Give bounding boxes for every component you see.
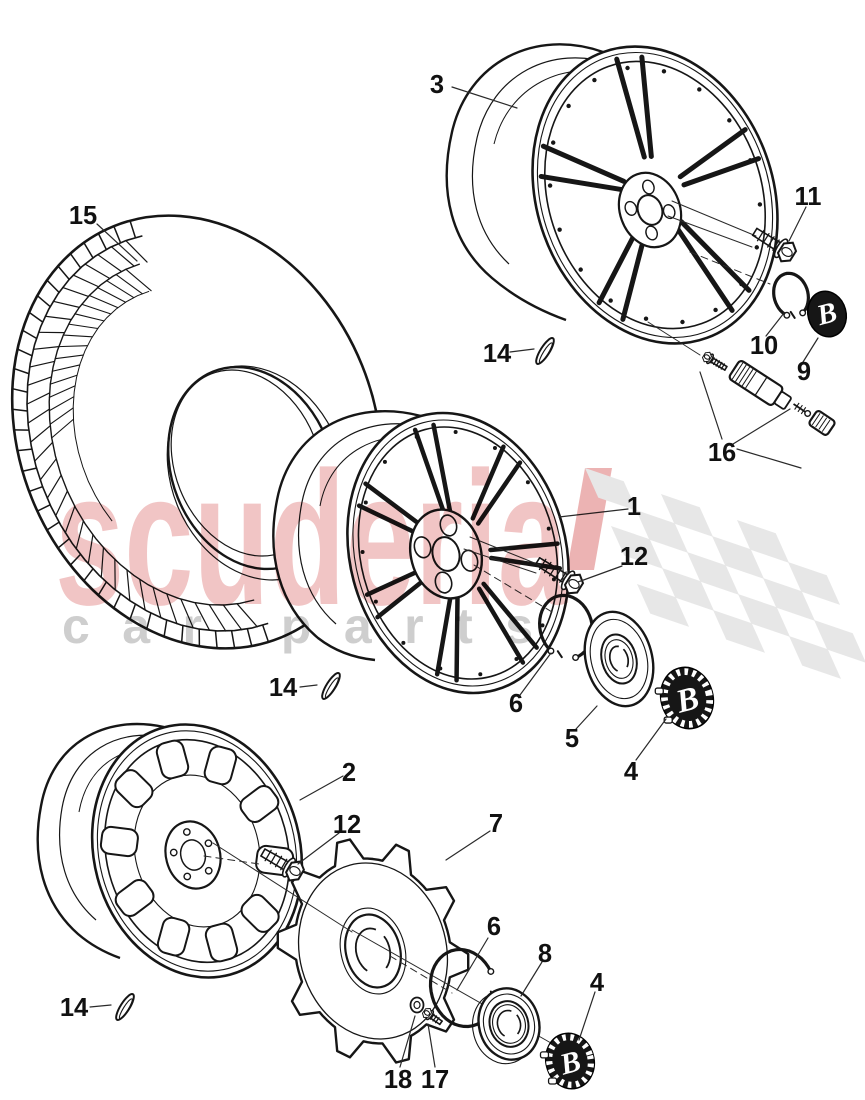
leader-line [736,448,802,469]
leader-line [520,961,543,997]
checker-cell [713,610,766,653]
callout-screw-17: 17 [421,1066,449,1094]
valve-hole-seal-drawing [535,337,555,365]
callout-disc-5: 5 [565,725,579,753]
checker-cell [661,494,714,537]
callout-seal-14-top: 14 [483,340,512,368]
leader-line [89,1004,112,1008]
callout-wheel-1: 1 [627,493,641,521]
diagram-line-art: B B B [10,43,848,1090]
checker-cell [789,636,842,679]
leader-line [732,408,791,445]
washer-18-drawing [409,996,425,1014]
leader-line [699,371,723,440]
checker-cell [662,568,715,611]
alignment-lines [203,200,771,1048]
wheel-bolt-drawing [421,1007,443,1026]
leader-line [558,508,629,518]
sprocket-trim-drawing [276,838,470,1064]
callout-circlip-6-bottom: 6 [487,913,501,941]
wheel-bolt-drawing [534,557,585,595]
wheel-bolt-drawing [751,227,798,263]
watermark-accent-slash [567,468,612,570]
callout-trim-7: 7 [489,810,503,838]
callout-cap-9: 9 [797,358,811,386]
valve-hole-seal-drawing [115,993,135,1021]
checker-cell [637,584,690,627]
leader-line [299,775,344,801]
checker-cell [738,594,791,637]
callout-circlip-10: 10 [750,332,778,360]
valve-hole-seal-drawing [321,672,341,700]
callout-bolt-12-bottom: 12 [333,811,361,839]
leader-line [427,1023,436,1068]
callout-tyre-15: 15 [69,202,97,230]
trim-disc-5-drawing [583,610,655,708]
leader-line [456,937,489,991]
callout-cap-4-mid: 4 [624,758,639,786]
checker-cell [763,578,816,621]
alloy-wheel-3-drawing [445,43,779,345]
callout-cap-4-bottom: 4 [590,969,605,997]
circlip-drawing [772,271,811,319]
center-cap-b-logo-drawing: B [806,290,848,338]
valve-assembly-16-drawing [701,351,836,436]
callout-ring-8: 8 [538,940,552,968]
callout-washer-18: 18 [384,1066,412,1094]
leader-line [635,718,667,761]
callout-seal-14-bottom: 14 [60,994,89,1022]
leader-line [509,348,535,353]
leader-line [297,832,340,865]
callout-bolt-11: 11 [795,183,822,211]
leader-line [802,337,819,363]
leader-line [451,86,518,109]
checker-cell [814,620,865,663]
center-cap-b-logo-drawing: B [539,1032,596,1090]
leader-line [578,991,596,1041]
checker-cell [788,562,841,605]
center-cap-b-logo-drawing: B [654,666,715,730]
cap-ring-8-drawing [472,987,541,1065]
leader-line [445,830,491,861]
callout-wheel-3: 3 [430,71,444,99]
wheel-bolt-drawing [701,351,728,371]
leader-line [577,565,623,583]
alloy-wheel-1-drawing [272,410,570,695]
callout-seal-14-mid: 14 [269,674,298,702]
leader-line [96,223,138,262]
checker-cell [737,520,790,563]
leader-line [788,206,807,242]
leader-line [299,684,318,688]
callout-valve-16: 16 [708,439,736,467]
leader-line [399,1015,416,1068]
leader-line [519,652,552,696]
checker-cell [687,552,740,595]
callout-wheel-2: 2 [342,759,356,787]
callout-circlip-6-mid: 6 [509,690,523,718]
leader-line [765,312,785,337]
callout-bolt-12-mid: 12 [620,543,648,571]
checker-cell [712,536,765,579]
wheel-2-drawing [36,722,304,979]
leader-line [575,705,598,730]
